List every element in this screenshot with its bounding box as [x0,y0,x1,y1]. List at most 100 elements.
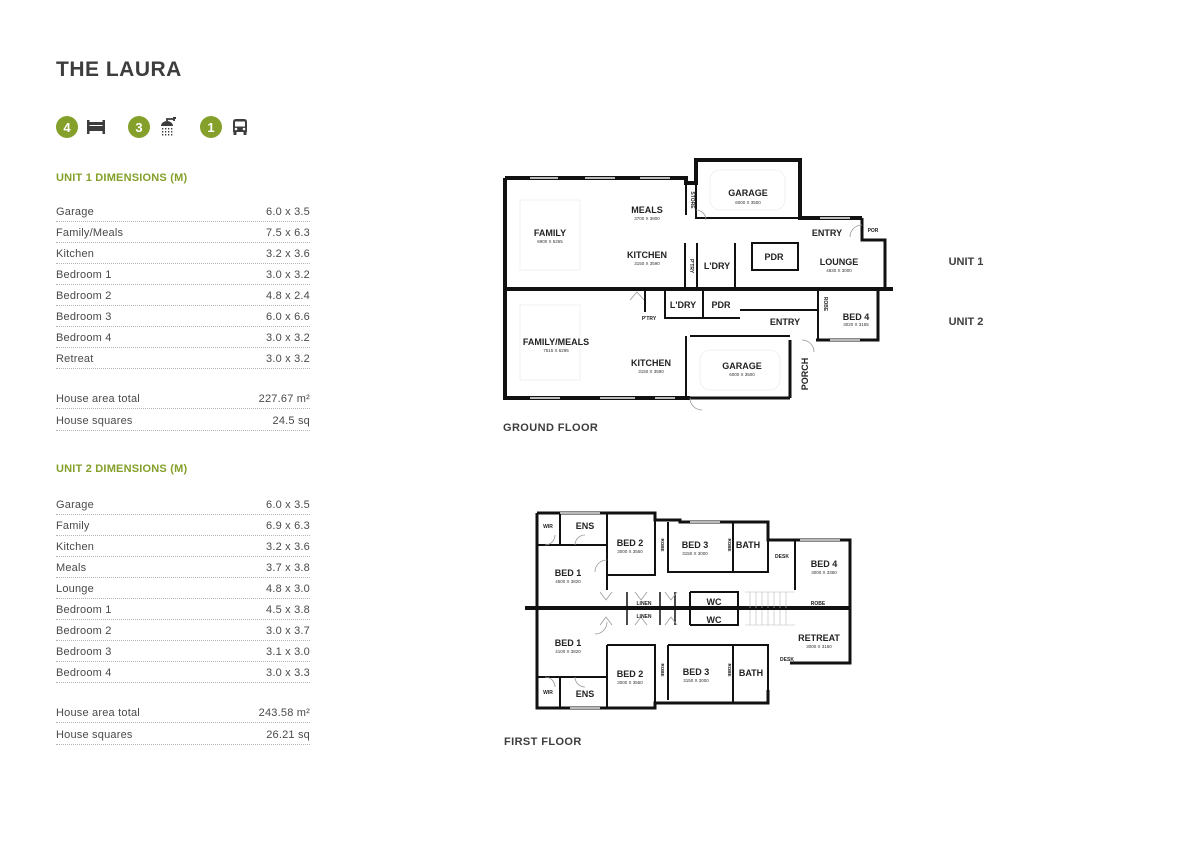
room-bed2-u2: BED 2 [617,669,644,679]
dimension-row: Bedroom 4 3.0 x 3.3 [56,662,310,683]
room-label: Kitchen [56,248,95,260]
room-bed2-u1: BED 2 [617,538,644,548]
room-pdr-u1: PDR [764,252,784,262]
room-dimension: 4.5 x 3.8 [266,604,310,616]
unit2-dimensions-heading: UNIT 2 DIMENSIONS (M) [56,463,188,475]
first-floor-label: FIRST FLOOR [504,736,582,748]
room-robe-u1-c: ROBE [811,601,826,607]
room-dimension: 6.0 x 3.5 [266,206,310,218]
room-family-u1-dims: 6900 X 6255 [537,239,563,244]
room-wc-u1: WC [707,597,722,607]
room-label: Bedroom 1 [56,269,112,281]
room-bed1-u1-dims: 4500 X 3820 [555,579,581,584]
bathroom-count-badge: 3 [128,116,150,138]
room-lounge-u1-dims: 4830 X 3000 [826,268,852,273]
room-label: Retreat [56,353,94,365]
dimension-row: Meals 3.7 x 3.8 [56,557,310,578]
room-bath-u1: BATH [736,540,760,550]
total-value: 227.67 m² [258,393,310,405]
room-desk-u2: DESK [780,657,794,663]
shower-icon [158,117,178,137]
room-garage-u2: GARAGE [722,361,762,371]
room-kitchen-u2-dims: 3150 X 3590 [638,369,664,374]
unit1-label: UNIT 1 [949,256,984,268]
unit1-dimensions-table: Garage 6.0 x 3.5 Family/Meals 7.5 x 6.3 Ki… [56,201,310,431]
total-value: 26.21 sq [266,729,310,741]
room-ens-u2: ENS [576,689,595,699]
room-label: Meals [56,562,87,574]
room-label: Family/Meals [56,227,124,239]
room-bed4-u1-dims: 3000 X 3360 [811,570,837,575]
room-robe-u2: ROBE [822,297,828,312]
garage-count-badge: 1 [200,116,222,138]
feature-summary: 4 3 1 [56,116,272,138]
room-label: Kitchen [56,541,95,553]
room-linen-u2: LINEN [637,614,652,620]
room-dimension: 6.0 x 6.6 [266,311,310,323]
room-dimension: 3.0 x 3.2 [266,269,310,281]
room-bath-u2: BATH [739,668,763,678]
room-label: Bedroom 4 [56,332,112,344]
room-store-u1: STORE [689,191,695,209]
room-porch-u2: PORCH [800,358,810,391]
room-dimension: 6.0 x 3.5 [266,499,310,511]
dimension-row: Kitchen 3.2 x 3.6 [56,536,310,557]
total-label: House area total [56,393,140,405]
room-label: Bedroom 4 [56,667,112,679]
house-area-total-row: House area total 227.67 m² [56,387,310,409]
room-bed2-u2-dims: 3000 X 3550 [617,680,643,685]
room-dimension: 7.5 x 6.3 [266,227,310,239]
room-linen-u1: LINEN [637,601,652,607]
room-retreat-u2-dims: 3000 X 3160 [806,644,832,649]
room-pdr-u2: PDR [711,300,731,310]
room-kitchen-u2: KITCHEN [631,358,671,368]
feature-bathrooms: 3 [128,116,178,138]
room-label: Bedroom 2 [56,625,112,637]
room-wir-u1: WIR [543,524,553,530]
room-dimension: 3.0 x 3.3 [266,667,310,679]
dimension-row: Retreat 3.0 x 3.2 [56,348,310,369]
bedroom-count-badge: 4 [56,116,78,138]
room-dimension: 3.0 x 3.2 [266,353,310,365]
room-dimension: 3.0 x 3.7 [266,625,310,637]
room-dimension: 3.7 x 3.8 [266,562,310,574]
room-label: Bedroom 1 [56,604,112,616]
room-garage-u1: GARAGE [728,188,768,198]
total-value: 243.58 m² [258,707,310,719]
total-label: House area total [56,707,140,719]
room-pantry-u1: P'TRY [688,259,694,274]
room-bed3-u1: BED 3 [682,540,709,550]
room-dimension: 3.2 x 3.6 [266,248,310,260]
room-dimension: 6.9 x 6.3 [266,520,310,532]
room-bed3-u1-dims: 3150 X 3000 [682,551,708,556]
room-porch-u1: POR [868,228,879,234]
room-bed1-u1: BED 1 [555,568,582,578]
room-retreat-u2: RETREAT [798,633,840,643]
feature-bedrooms: 4 [56,116,106,138]
room-pantry-u2: P'TRY [642,316,657,322]
house-area-total-row: House area total 243.58 m² [56,701,310,723]
room-garage-u1-dims: 6000 X 3500 [735,200,761,205]
room-laundry-u1: L'DRY [704,261,730,271]
room-robe-u2-a: ROBE [660,663,665,676]
room-dimension: 3.2 x 3.6 [266,541,310,553]
room-dimension: 4.8 x 3.0 [266,583,310,595]
room-robe-u1-b: ROBE [727,538,732,551]
room-wir-u2: WIR [543,690,553,696]
dimension-row: Bedroom 1 4.5 x 3.8 [56,599,310,620]
dimension-row: Bedroom 1 3.0 x 3.2 [56,264,310,285]
room-entry-u2: ENTRY [770,317,800,327]
room-wc-u2: WC [707,615,722,625]
room-family-meals-u2-dims: 7515 X 6295 [543,348,569,353]
room-label: Garage [56,206,94,218]
room-label: Bedroom 2 [56,290,112,302]
car-icon [230,117,250,137]
